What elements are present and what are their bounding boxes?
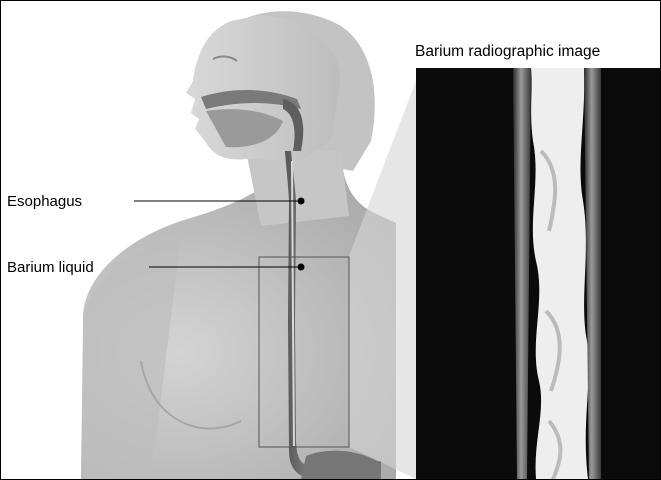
neck-shape: [246, 151, 349, 226]
xray-title: Barium radiographic image: [415, 44, 600, 60]
marker-dot-esophagus: [298, 198, 305, 205]
label-barium-liquid: Barium liquid: [7, 260, 94, 275]
label-esophagus: Esophagus: [7, 194, 82, 209]
marker-dot-barium: [298, 264, 305, 271]
